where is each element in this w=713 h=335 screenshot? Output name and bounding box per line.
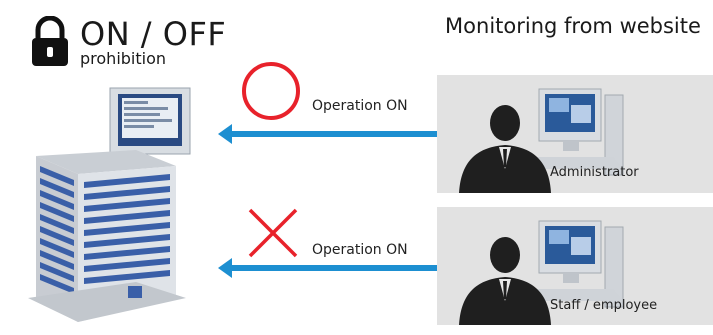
person-icon (459, 105, 551, 193)
person-icon (459, 237, 551, 325)
computer-icon (525, 220, 624, 308)
denied-cross-icon (246, 206, 300, 260)
role-label: Staff / employee (550, 298, 658, 313)
control-panel-icon (109, 87, 191, 155)
building-icon (18, 86, 218, 326)
operation-arrow-top (218, 120, 438, 148)
staff-panel: Staff / employee (437, 207, 713, 325)
role-label: Administrator (550, 165, 639, 180)
administrator-panel: Administrator (437, 75, 713, 193)
allowed-circle-icon (240, 60, 302, 122)
computer-icon (525, 88, 624, 176)
lock-icon (30, 15, 70, 68)
operation-arrow-bottom (218, 254, 438, 282)
operation-label: Operation ON (312, 98, 408, 114)
page-subtitle: prohibition (80, 49, 167, 68)
page-title: ON / OFF (80, 15, 227, 53)
operation-label: Operation ON (312, 242, 408, 258)
monitoring-title: Monitoring from website (445, 14, 701, 38)
